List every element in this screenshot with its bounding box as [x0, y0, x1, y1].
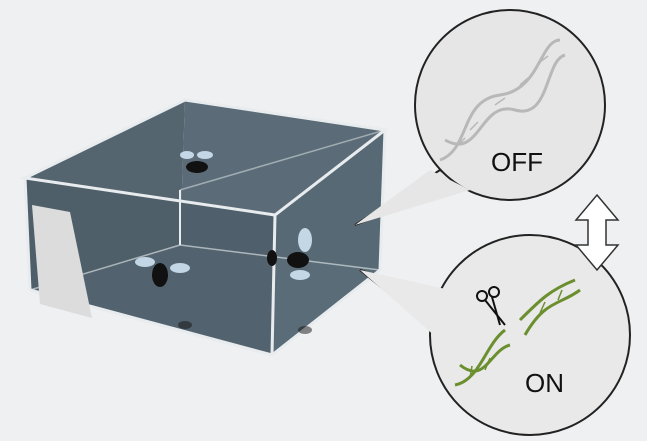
label-card — [32, 205, 92, 318]
fly-icon — [152, 161, 312, 334]
scissors-icon — [476, 286, 506, 326]
speech-bubble-off — [354, 9, 606, 226]
on-label: ON — [525, 368, 564, 398]
speech-bubble-on — [359, 234, 631, 436]
dna-icon — [439, 38, 566, 162]
dna-green-icon — [454, 278, 581, 387]
off-label: OFF — [491, 147, 543, 177]
double-arrow-icon — [574, 193, 620, 272]
fly-chamber-box — [19, 98, 389, 357]
